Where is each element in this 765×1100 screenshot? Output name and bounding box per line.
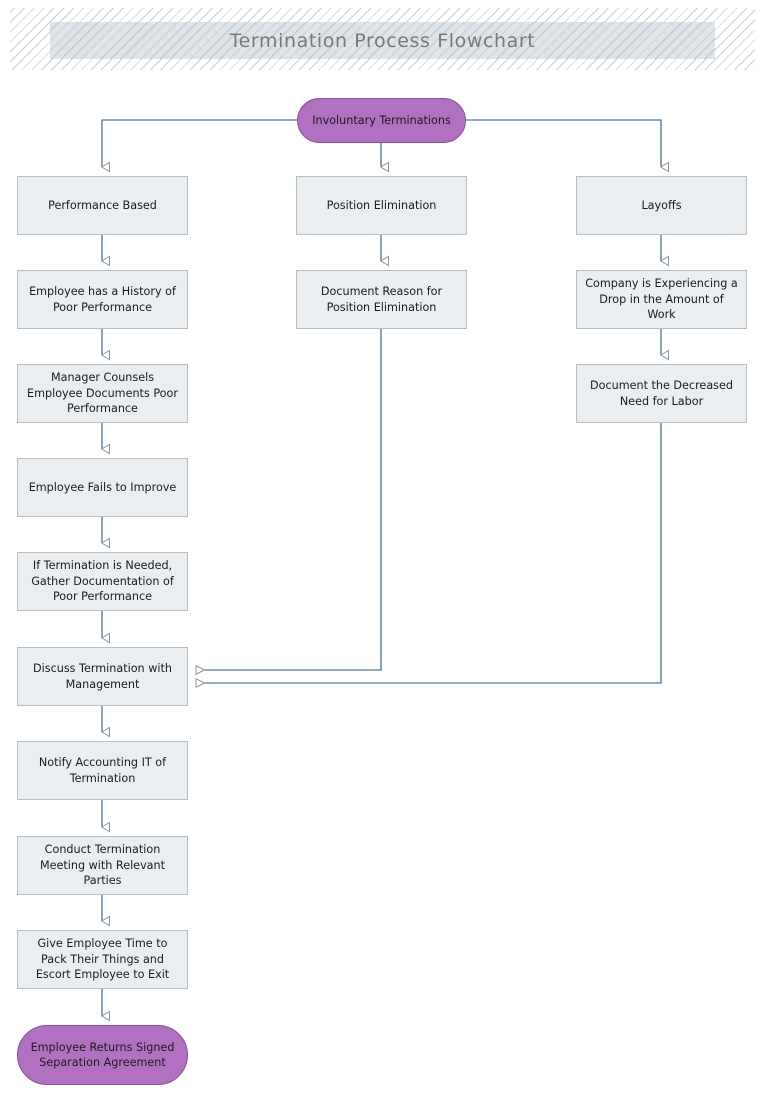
node-involuntary-terminations[interactable]: Involuntary Terminations	[297, 98, 466, 143]
node-label: Involuntary Terminations	[312, 113, 451, 127]
edge-start-to-layoffs	[466, 119, 669, 173]
node-position-elimination[interactable]: Position Elimination	[296, 176, 467, 235]
node-conduct-termination-meeting[interactable]: Conduct Termination Meeting with Relevan…	[17, 836, 188, 895]
node-document-reason-position-elimination[interactable]: Document Reason for Position Elimination	[296, 270, 467, 329]
node-performance-based[interactable]: Performance Based	[17, 176, 188, 235]
page-title: Termination Process Flowchart	[229, 29, 536, 52]
node-label: Document Reason for Position Elimination	[320, 285, 443, 314]
node-notify-accounting-it[interactable]: Notify Accounting IT of Termination	[17, 741, 188, 800]
node-label: Employee has a History of Poor Performan…	[29, 285, 176, 314]
node-label: Document the Decreased Need for Labor	[590, 379, 733, 408]
node-layoffs[interactable]: Layoffs	[576, 176, 747, 235]
node-label: Discuss Termination with Management	[33, 662, 172, 691]
node-label: Conduct Termination Meeting with Relevan…	[39, 843, 166, 888]
node-label: Manager Counsels Employee Documents Poor…	[27, 371, 178, 416]
node-label: Employee Returns Signed Separation Agree…	[30, 1040, 175, 1070]
node-gather-documentation[interactable]: If Termination is Needed, Gather Documen…	[17, 552, 188, 611]
node-label: Position Elimination	[326, 198, 437, 212]
node-label: Company is Experiencing a Drop in the Am…	[585, 277, 738, 322]
node-manager-counsels-employee[interactable]: Manager Counsels Employee Documents Poor…	[17, 364, 188, 423]
node-give-employee-time-to-pack[interactable]: Give Employee Time to Pack Their Things …	[17, 930, 188, 989]
node-document-decreased-need-labor[interactable]: Document the Decreased Need for Labor	[576, 364, 747, 423]
node-label: If Termination is Needed, Gather Documen…	[31, 559, 174, 604]
node-employee-fails-to-improve[interactable]: Employee Fails to Improve	[17, 458, 188, 517]
node-label: Performance Based	[48, 198, 157, 212]
node-discuss-termination-with-management[interactable]: Discuss Termination with Management	[17, 647, 188, 706]
edge-document-labor-to-discuss	[195, 423, 662, 689]
node-label: Notify Accounting IT of Termination	[38, 756, 167, 785]
node-label: Give Employee Time to Pack Their Things …	[35, 937, 170, 982]
node-label: Employee Fails to Improve	[28, 480, 177, 494]
node-employee-history-poor-performance[interactable]: Employee has a History of Poor Performan…	[17, 270, 188, 329]
edge-start-to-performance-based	[100, 119, 297, 173]
node-employee-returns-signed-agreement[interactable]: Employee Returns Signed Separation Agree…	[17, 1025, 188, 1085]
node-label: Layoffs	[641, 198, 682, 212]
edge-document-reason-to-discuss	[195, 329, 382, 676]
node-company-drop-amount-of-work[interactable]: Company is Experiencing a Drop in the Am…	[576, 270, 747, 329]
header-title-plate: Termination Process Flowchart	[50, 22, 715, 59]
